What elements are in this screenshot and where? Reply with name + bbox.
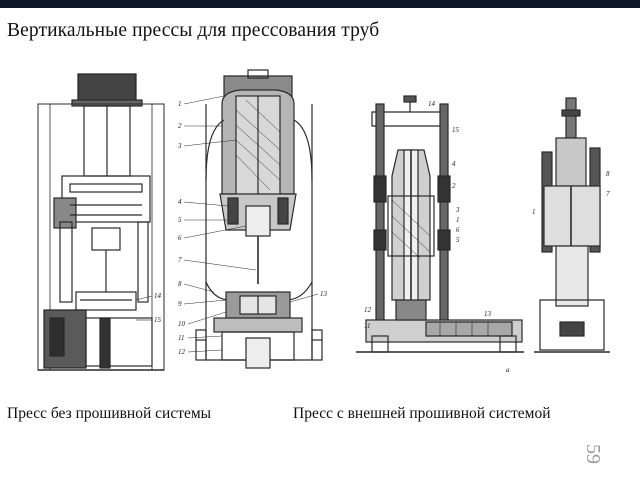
svg-text:13: 13	[320, 290, 328, 298]
svg-text:4: 4	[178, 198, 182, 206]
svg-text:9: 9	[178, 300, 182, 308]
svg-text:4: 4	[452, 160, 456, 168]
svg-text:5: 5	[456, 236, 460, 244]
svg-text:12: 12	[178, 348, 186, 356]
caption-right: Пресс с внешней прошивной системой	[293, 405, 551, 422]
svg-text:15: 15	[154, 316, 162, 324]
press-front-view-right: 14 15 4 2 3 1 6 5 12 11 13 a	[356, 95, 524, 374]
svg-text:6: 6	[456, 226, 460, 234]
press-front-view-left: 14 15	[37, 73, 165, 371]
svg-text:3: 3	[177, 142, 182, 150]
page-number: 59	[582, 444, 604, 464]
svg-text:7: 7	[178, 256, 182, 264]
svg-text:1: 1	[456, 216, 460, 224]
svg-text:11: 11	[178, 334, 184, 342]
svg-text:2: 2	[452, 182, 456, 190]
svg-text:1: 1	[178, 100, 182, 108]
svg-text:10: 10	[178, 320, 186, 328]
svg-text:14: 14	[154, 292, 162, 300]
svg-text:3: 3	[455, 206, 460, 214]
caption-left: Пресс без прошивной системы	[7, 405, 212, 422]
svg-text:12: 12	[364, 306, 372, 314]
svg-text:11: 11	[364, 322, 370, 330]
svg-text:13: 13	[484, 310, 492, 318]
svg-text:7: 7	[606, 190, 610, 198]
svg-text:14: 14	[428, 100, 436, 108]
press-section-view-left: 1 2 3 4 5 6 7 8 9 10 11 12 13	[177, 69, 328, 369]
svg-text:8: 8	[606, 170, 610, 178]
slide-title: Вертикальные прессы для прессования труб	[7, 20, 380, 41]
svg-text:1: 1	[532, 208, 536, 216]
svg-text:8: 8	[178, 280, 182, 288]
top-bar	[0, 0, 640, 8]
svg-text:2: 2	[178, 122, 182, 130]
sub-caption-a: a	[506, 366, 510, 374]
press-side-view-right: 8 7 1	[532, 97, 610, 353]
svg-text:15: 15	[452, 126, 460, 134]
svg-text:6: 6	[178, 234, 182, 242]
svg-text:5: 5	[178, 216, 182, 224]
